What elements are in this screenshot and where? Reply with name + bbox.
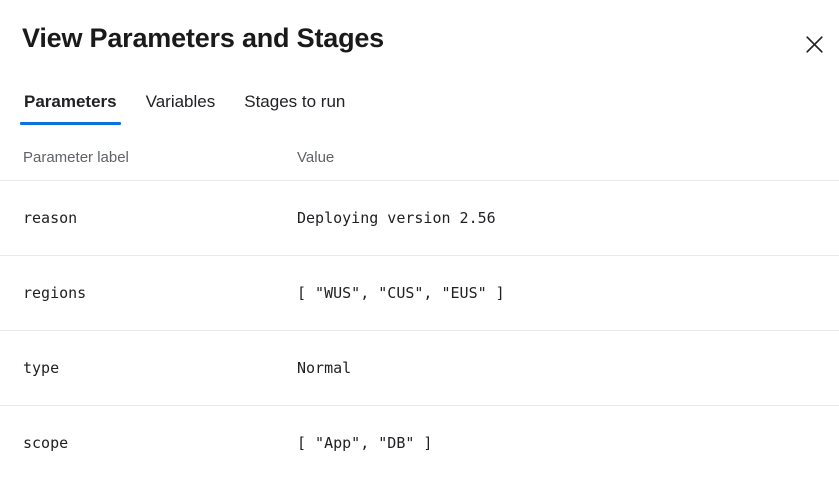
tab-variables[interactable]: Variables	[142, 88, 220, 125]
parameter-value-cell: Deploying version 2.56	[287, 180, 839, 256]
table-body: reason Deploying version 2.56 regions [ …	[0, 180, 839, 481]
table-header-row: Parameter label Value	[0, 134, 839, 181]
page-title: View Parameters and Stages	[22, 23, 384, 53]
parameters-table: Parameter label Value reason Deploying v…	[0, 134, 839, 480]
parameter-value-cell: Normal	[287, 330, 839, 406]
table-row: reason Deploying version 2.56	[0, 180, 839, 256]
tab-parameters-label: Parameters	[24, 92, 117, 111]
tab-parameters[interactable]: Parameters	[20, 88, 121, 125]
tab-active-indicator	[20, 122, 121, 125]
tab-variables-label: Variables	[145, 92, 216, 111]
dialog-header: View Parameters and Stages	[0, 0, 839, 88]
table-row: type Normal	[0, 330, 839, 406]
tab-stages-to-run-label: Stages to run	[244, 92, 346, 111]
parameter-value-cell: [ "WUS", "CUS", "EUS" ]	[287, 255, 839, 331]
table-row: scope [ "App", "DB" ]	[0, 406, 839, 481]
parameter-label-cell: scope	[23, 434, 69, 452]
parameter-label-cell: type	[0, 330, 287, 406]
column-header-value: Value	[287, 134, 839, 181]
parameter-value-cell: [ "App", "DB" ]	[297, 434, 433, 452]
table-header: Parameter label Value	[0, 134, 839, 181]
parameter-label-cell: reason	[0, 180, 287, 256]
table-row: regions [ "WUS", "CUS", "EUS" ]	[0, 255, 839, 331]
close-icon	[805, 35, 824, 54]
tab-stages-to-run[interactable]: Stages to run	[240, 88, 349, 125]
tab-bar: Parameters Variables Stages to run	[0, 88, 839, 134]
column-header-parameter-label: Parameter label	[0, 134, 287, 181]
close-button[interactable]	[796, 26, 832, 62]
parameter-label-cell: regions	[0, 255, 287, 331]
